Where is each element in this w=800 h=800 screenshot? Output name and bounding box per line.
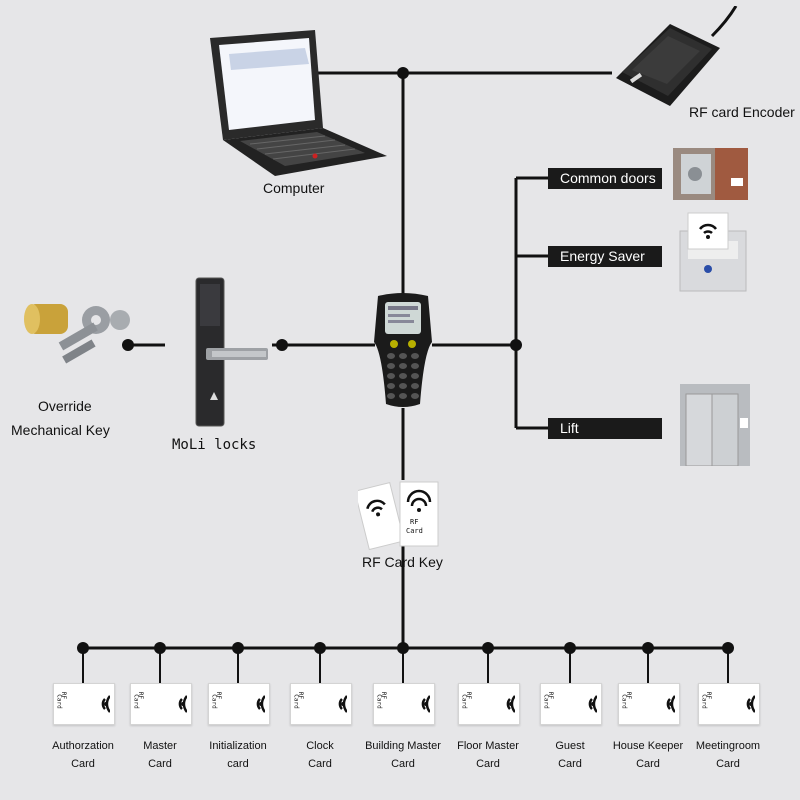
keypad-key: [387, 363, 395, 369]
keypad-key: [399, 363, 407, 369]
rfid-wave-icon: [178, 695, 187, 713]
handheld-terminal-icon: [374, 293, 432, 407]
lift-icon: [680, 384, 750, 466]
card-type-label: Floor Master: [457, 740, 519, 752]
card-type-sublabel: Card: [148, 758, 172, 770]
card-type-label: House Keeper: [612, 740, 684, 752]
card-type-sublabel: Card: [71, 758, 95, 770]
bus-junction-dot: [232, 642, 244, 654]
card-card-text: Card: [542, 694, 550, 709]
bus-junction-dot: [564, 642, 576, 654]
card-type-sublabel: Card: [716, 758, 740, 770]
common-doors-tag: Common doors: [548, 168, 662, 189]
card-type-sublabel: Card: [308, 758, 332, 770]
computer-label: Computer: [263, 180, 325, 196]
card-encoder-icon: [616, 6, 738, 106]
card-card-text: Card: [700, 694, 708, 709]
card-type-label: Guest: [555, 740, 585, 752]
card-type-sublabel: Card: [558, 758, 582, 770]
card-type-label: Master: [143, 740, 177, 752]
card-card-text: Card: [375, 694, 383, 709]
card-card-text: Card: [620, 694, 628, 709]
keypad-key: [399, 383, 407, 389]
keypad-key: [411, 393, 419, 399]
card-card-text: Card: [210, 694, 218, 709]
bus-junction-dot: [722, 642, 734, 654]
keypad-key: [387, 373, 395, 379]
card-type-label: Building Master: [365, 740, 441, 752]
bus-junction-dot: [397, 642, 409, 654]
keypad-key: [387, 353, 395, 359]
card-type-label: Clock: [306, 740, 334, 752]
rfid-wave-icon: [588, 695, 597, 713]
bus-junction-dot: [154, 642, 166, 654]
rf-card-key-image: RF Card: [354, 480, 440, 551]
card-card-text: Card: [55, 694, 63, 709]
keypad-key: [411, 353, 419, 359]
card-type-label: Authorzation: [52, 740, 114, 752]
card-type-label: Meetingroom: [695, 740, 761, 752]
keypad-key: [411, 383, 419, 389]
rfid-wave-icon: [256, 695, 265, 713]
keypad-key: [399, 393, 407, 399]
card-type-label: Initialization: [209, 740, 267, 752]
rfid-wave-icon: [666, 695, 675, 713]
card-type-sublabel: Card: [391, 758, 415, 770]
keypad-key: [411, 373, 419, 379]
card-card-text: Card: [292, 694, 300, 709]
lift-tag: Lift: [548, 418, 662, 439]
energy-saver-tag: Energy Saver: [548, 246, 662, 267]
keypad-key: [399, 353, 407, 359]
card-type-sublabel: Card: [476, 758, 500, 770]
rfid-wave-icon: [746, 695, 755, 713]
override-label: Override: [38, 398, 92, 414]
encoder-label: RF card Encoder: [689, 104, 795, 120]
energy-saver-icon: [679, 212, 747, 292]
bus-junction-dot: [314, 642, 326, 654]
bus-junction-dot: [482, 642, 494, 654]
keypad-key: [387, 383, 395, 389]
rfid-wave-icon: [101, 695, 110, 713]
bus-junction-dot: [77, 642, 89, 654]
rfid-wave-icon: [338, 695, 347, 713]
mechanical-key-icon: [24, 304, 130, 364]
laptop-icon: [210, 30, 387, 176]
keypad-key: [399, 373, 407, 379]
rf-card-key-rf-text: RF: [410, 518, 419, 526]
door-lock-icon: [195, 277, 268, 427]
moli-locks-label: MoLi locks: [172, 437, 257, 453]
rf-card-key-label: RF Card Key: [362, 554, 443, 570]
card-type-sublabel: card: [227, 758, 249, 770]
keypad-key: [411, 363, 419, 369]
keypad-key: [387, 393, 395, 399]
rfid-wave-icon: [421, 695, 430, 713]
common-door-icon: [673, 148, 748, 200]
card-card-text: Card: [460, 694, 468, 709]
mechanical-key-label: Mechanical Key: [11, 422, 110, 438]
card-card-text: Card: [132, 694, 140, 709]
bus-junction-dot: [642, 642, 654, 654]
rf-card-key-card-text: Card: [406, 527, 423, 535]
rfid-wave-icon: [506, 695, 515, 713]
card-type-sublabel: Card: [636, 758, 660, 770]
